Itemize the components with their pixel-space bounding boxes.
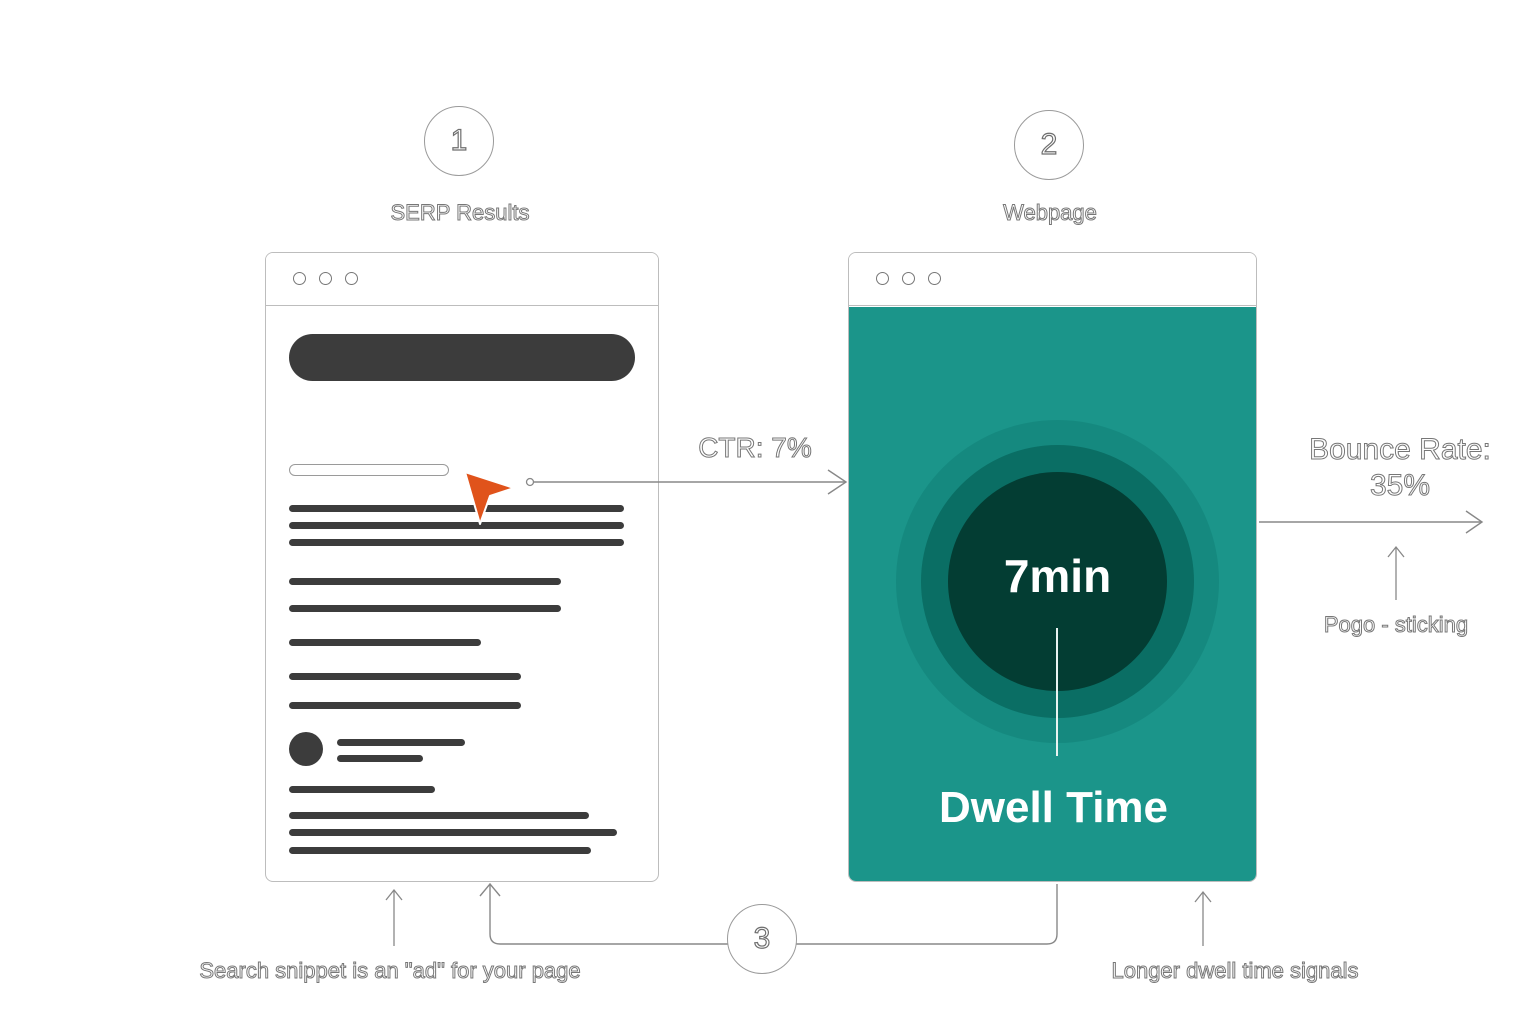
serp-text-line	[289, 702, 521, 709]
serp-text-line	[289, 505, 624, 512]
window-dot-icon	[319, 272, 332, 285]
dwell-time-label: Dwell Time	[938, 783, 1169, 832]
bounce-rate-value: 35%	[1369, 469, 1431, 503]
webpage-content-area: 7min Dwell Time	[849, 307, 1256, 881]
ctr-arrow-head	[827, 469, 848, 495]
pogo-sticking-label: Pogo - sticking	[1323, 612, 1469, 638]
longer-dwell-note: Longer dwell time signals	[1111, 958, 1359, 984]
step-1-badge: 1	[424, 106, 494, 176]
ctr-label: CTR: 7%	[698, 432, 813, 464]
window-dot-icon	[876, 272, 889, 285]
serp-text-line	[289, 812, 589, 819]
serp-text-line	[289, 605, 561, 612]
webpage-browser-toolbar	[849, 253, 1256, 306]
step-3-number: 3	[753, 921, 771, 955]
serp-text-line	[337, 739, 465, 746]
ctr-arrow-origin	[525, 477, 535, 487]
serp-text-line	[289, 578, 561, 585]
step-2-badge: 2	[1014, 110, 1084, 180]
bounce-arrow-head	[1465, 510, 1484, 534]
bounce-rate-title: Bounce Rate:	[1309, 433, 1492, 467]
snippet-note: Search snippet is an "ad" for your page	[199, 958, 581, 984]
serp-result-title-placeholder[interactable]	[289, 464, 449, 476]
window-dot-icon	[293, 272, 306, 285]
serp-text-line	[289, 639, 481, 646]
pogo-arrow-head	[1387, 545, 1405, 558]
dwell-time-value: 7min	[1003, 550, 1112, 602]
longer-arrow-head	[1194, 890, 1212, 903]
window-dot-icon	[345, 272, 358, 285]
serp-text-line	[289, 539, 624, 546]
avatar-circle-icon	[289, 732, 323, 766]
snippet-arrow-head	[385, 888, 403, 901]
pointer-arrow-icon	[464, 471, 515, 525]
serp-text-line	[289, 522, 624, 529]
step-1-number: 1	[450, 123, 468, 157]
serp-text-line	[289, 847, 591, 854]
step-2-number: 2	[1040, 127, 1058, 161]
serp-search-bar[interactable]	[289, 334, 635, 381]
serp-browser-window	[265, 252, 659, 882]
bounce-rate-label: Bounce Rate: 35%	[1290, 432, 1510, 504]
step-1-caption: SERP Results	[390, 200, 530, 226]
window-dot-icon	[928, 272, 941, 285]
webpage-browser-window: 7min Dwell Time	[848, 252, 1257, 882]
serp-text-line	[289, 673, 521, 680]
return-loop-arrow-head	[479, 882, 501, 897]
serp-browser-toolbar	[266, 253, 658, 306]
dwell-indicator-line	[1056, 628, 1058, 756]
step-2-caption: Webpage	[1003, 200, 1098, 226]
serp-text-line	[337, 755, 423, 762]
step-3-badge: 3	[727, 904, 797, 974]
window-dot-icon	[902, 272, 915, 285]
serp-text-line	[289, 786, 435, 793]
serp-text-line	[289, 829, 617, 836]
